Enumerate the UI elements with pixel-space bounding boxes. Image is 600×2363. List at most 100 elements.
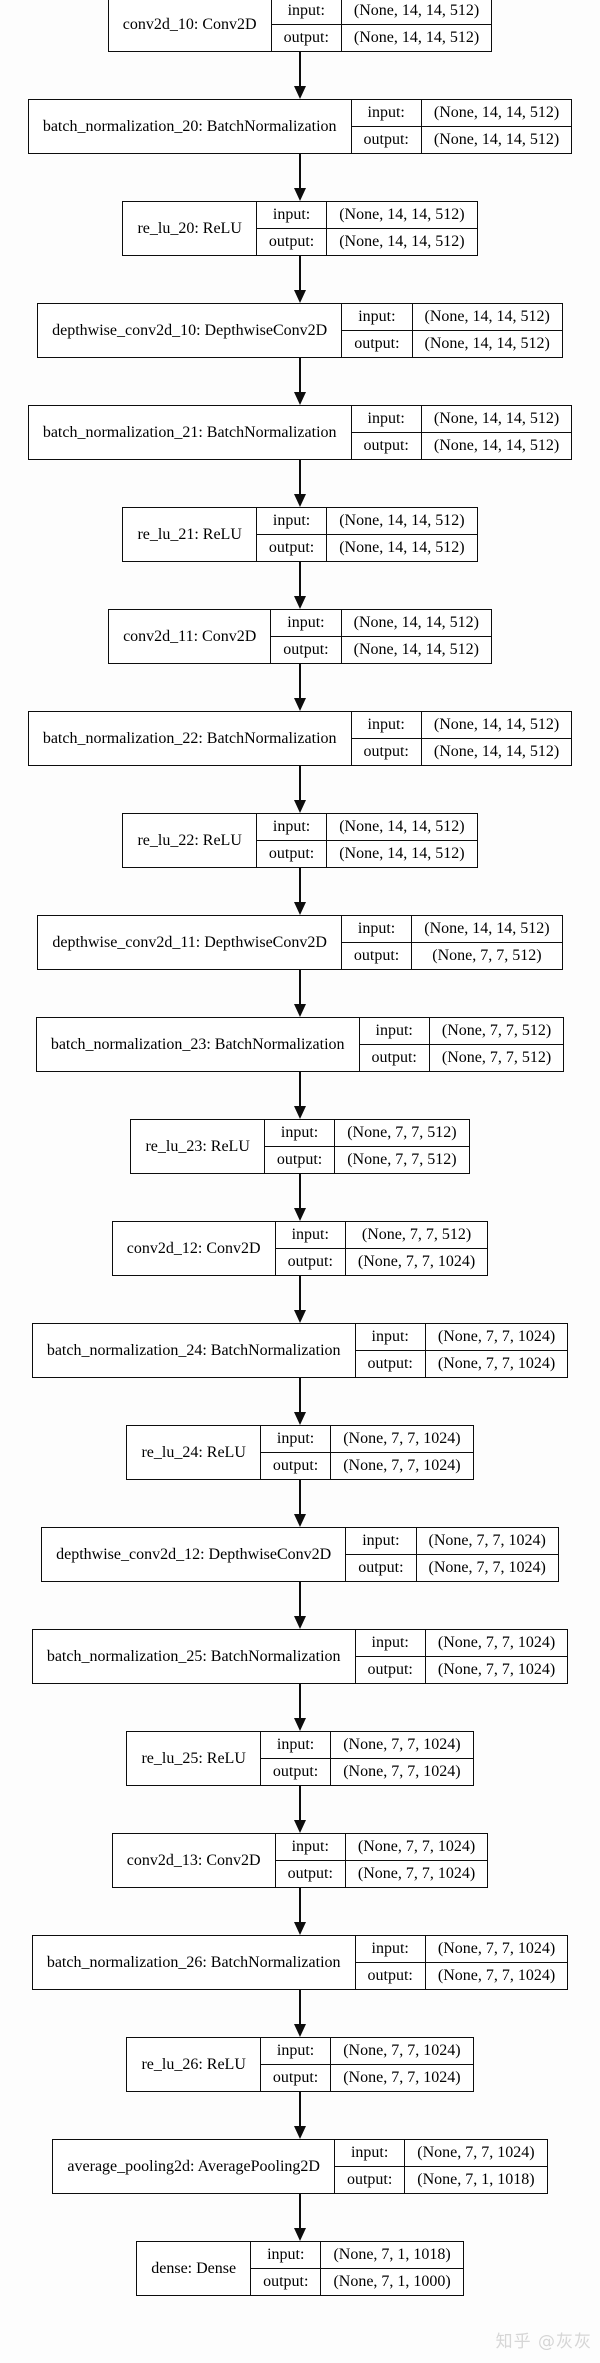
- output-shape: (None, 7, 7, 512): [334, 1146, 470, 1174]
- input-row-label: input:: [345, 1527, 417, 1555]
- arrow-shaft: [299, 2194, 301, 2228]
- layer-node: conv2d_10: Conv2D input: (None, 14, 14, …: [107, 0, 493, 52]
- output-shape: (None, 7, 7, 1024): [344, 1860, 489, 1888]
- arrow-head: [294, 1208, 306, 1221]
- layer-label: conv2d_11: Conv2D: [108, 609, 272, 664]
- layer-node: batch_normalization_26: BatchNormalizati…: [31, 1935, 569, 1990]
- arrow-shaft: [299, 1174, 301, 1208]
- output-row-label: output:: [259, 1758, 332, 1786]
- input-row-label: input:: [350, 99, 422, 127]
- output-row-label: output:: [333, 2166, 406, 2194]
- arrow-shaft: [299, 664, 301, 698]
- input-shape: (None, 7, 7, 512): [334, 1119, 470, 1147]
- output-row-label: output:: [340, 942, 413, 970]
- arrow-head: [294, 1922, 306, 1935]
- input-row-label: input:: [358, 1017, 430, 1045]
- layer-label: re_lu_24: ReLU: [126, 1425, 261, 1480]
- input-shape: (None, 14, 14, 512): [326, 813, 478, 841]
- arrow-shaft: [299, 154, 301, 188]
- input-shape: (None, 14, 14, 512): [420, 405, 573, 433]
- arrow-shaft: [299, 1276, 301, 1310]
- arrow-shaft: [299, 2092, 301, 2126]
- arrow-shaft: [299, 52, 301, 86]
- output-row-label: output:: [255, 228, 328, 256]
- output-row-label: output:: [263, 1146, 336, 1174]
- arrow-head: [294, 1412, 306, 1425]
- flow-arrow-icon: [294, 1582, 307, 1629]
- output-shape: (None, 14, 14, 512): [420, 432, 573, 460]
- layer-node: conv2d_12: Conv2D input: (None, 7, 7, 51…: [111, 1221, 489, 1276]
- layer-label: depthwise_conv2d_10: DepthwiseConv2D: [37, 303, 343, 358]
- flow-arrow-icon: [294, 562, 307, 609]
- input-row-label: input:: [250, 2241, 322, 2269]
- output-row-label: output:: [341, 330, 413, 358]
- output-shape: (None, 7, 7, 512): [411, 942, 563, 970]
- arrow-shaft: [299, 1480, 301, 1514]
- output-shape: (None, 14, 14, 512): [340, 24, 493, 52]
- layer-node: conv2d_13: Conv2D input: (None, 7, 7, 10…: [111, 1833, 489, 1888]
- output-shape: (None, 14, 14, 512): [326, 840, 478, 868]
- input-row-label: input:: [259, 1731, 332, 1759]
- input-shape: (None, 7, 7, 1024): [330, 2037, 474, 2065]
- arrow-shaft: [299, 358, 301, 392]
- input-row-label: input:: [340, 915, 413, 943]
- layer-node: depthwise_conv2d_12: DepthwiseConv2D inp…: [41, 1527, 559, 1582]
- flow-arrow-icon: [294, 1888, 307, 1935]
- input-shape: (None, 14, 14, 512): [326, 507, 478, 535]
- layer-label: conv2d_12: Conv2D: [111, 1221, 276, 1276]
- output-row-label: output:: [255, 534, 328, 562]
- flow-arrow-icon: [294, 154, 307, 201]
- output-shape: (None, 14, 14, 512): [420, 126, 573, 154]
- layer-label: re_lu_22: ReLU: [122, 813, 257, 868]
- input-shape: (None, 7, 7, 1024): [344, 1833, 489, 1861]
- arrow-shaft: [299, 868, 301, 902]
- output-shape: (None, 14, 14, 512): [420, 738, 573, 766]
- output-row-label: output:: [255, 840, 328, 868]
- layer-node: re_lu_24: ReLU input: (None, 7, 7, 1024)…: [126, 1425, 474, 1480]
- output-shape: (None, 7, 7, 1024): [424, 1962, 569, 1990]
- layer-node: re_lu_22: ReLU input: (None, 14, 14, 512…: [122, 813, 478, 868]
- input-row-label: input:: [270, 609, 342, 637]
- input-row-label: input:: [255, 813, 328, 841]
- arrow-head: [294, 2228, 306, 2241]
- arrow-shaft: [299, 562, 301, 596]
- arrow-head: [294, 1310, 306, 1323]
- input-row-label: input:: [333, 2139, 406, 2167]
- flow-arrow-icon: [294, 1276, 307, 1323]
- layer-node: dense: Dense input: (None, 7, 1, 1018) o…: [136, 2241, 464, 2296]
- flow-arrow-icon: [294, 358, 307, 405]
- input-row-label: input:: [354, 1935, 426, 1963]
- layer-label: conv2d_10: Conv2D: [107, 0, 272, 52]
- flow-arrow-icon: [294, 1072, 307, 1119]
- output-shape: (None, 7, 7, 1024): [424, 1350, 569, 1378]
- output-row-label: output:: [358, 1044, 430, 1072]
- watermark: 知乎 @灰灰: [495, 2332, 592, 2352]
- flow-arrow-icon: [294, 970, 307, 1017]
- arrow-head: [294, 902, 306, 915]
- layer-label: dense: Dense: [136, 2241, 252, 2296]
- layer-label: batch_normalization_20: BatchNormalizati…: [27, 99, 352, 154]
- output-shape: (None, 7, 7, 1024): [424, 1656, 569, 1684]
- layer-node: re_lu_23: ReLU input: (None, 7, 7, 512) …: [130, 1119, 470, 1174]
- flow-arrow-icon: [294, 766, 307, 813]
- layer-node: batch_normalization_20: BatchNormalizati…: [27, 99, 573, 154]
- layer-node: depthwise_conv2d_10: DepthwiseConv2D inp…: [37, 303, 563, 358]
- arrow-head: [294, 1718, 306, 1731]
- layer-label: re_lu_23: ReLU: [130, 1119, 265, 1174]
- arrow-shaft: [299, 1888, 301, 1922]
- input-shape: (None, 7, 7, 1024): [404, 2139, 548, 2167]
- input-row-label: input:: [263, 1119, 336, 1147]
- output-row-label: output:: [274, 1248, 346, 1276]
- arrow-head: [294, 2126, 306, 2139]
- arrow-head: [294, 1820, 306, 1833]
- input-shape: (None, 14, 14, 512): [340, 609, 492, 637]
- output-shape: (None, 14, 14, 512): [326, 228, 478, 256]
- layer-node: depthwise_conv2d_11: DepthwiseConv2D inp…: [37, 915, 563, 970]
- input-row-label: input:: [354, 1323, 426, 1351]
- input-row-label: input:: [350, 711, 422, 739]
- arrow-head: [294, 494, 306, 507]
- arrow-head: [294, 698, 306, 711]
- arrow-shaft: [299, 1072, 301, 1106]
- input-shape: (None, 7, 7, 1024): [424, 1629, 569, 1657]
- arrow-head: [294, 392, 306, 405]
